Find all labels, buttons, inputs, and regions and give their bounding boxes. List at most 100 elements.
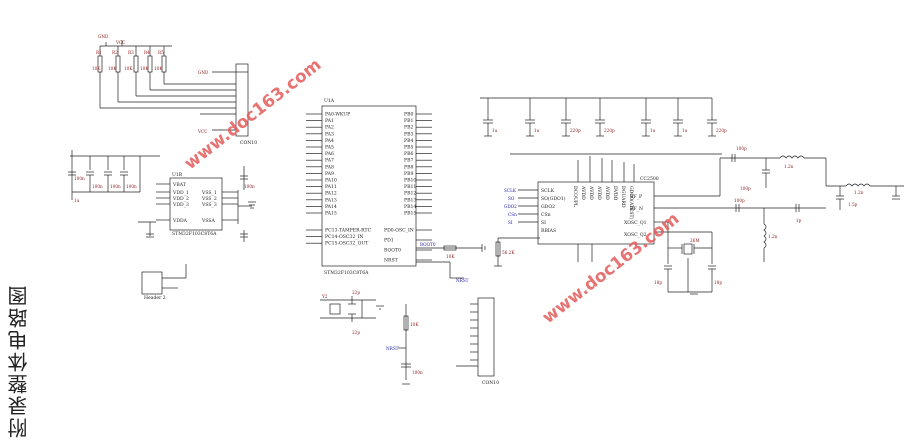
connector-top xyxy=(235,63,249,137)
mcu-pin-left: PA13 xyxy=(325,197,337,203)
rf-ca: 100p xyxy=(736,146,747,151)
mcu-pin-left: PA1 xyxy=(325,118,334,124)
mcu-pin-left: PA5 xyxy=(325,145,334,151)
rf-mid-pin: AVDD xyxy=(596,185,602,200)
label-y2: Y2 xyxy=(321,294,328,299)
top-cap-value: 1u xyxy=(650,128,656,133)
cap-p3: 100n xyxy=(110,184,121,189)
mcu-pin-bottom-left: PC13-TAMPER-RTC xyxy=(325,228,372,234)
mcu-pin-right: PB13 xyxy=(404,197,416,203)
cap-p6: 1u xyxy=(74,198,80,203)
mcu-pin-right: PB15 xyxy=(404,211,416,217)
pin-vss3: VSS_3 xyxy=(201,202,217,208)
mcu-pin-bottom-right: NRST xyxy=(384,258,399,264)
pin-vbat: VBAT xyxy=(172,182,187,188)
mcu-pin-right: PB9 xyxy=(404,171,413,177)
top-cap-value: 220p xyxy=(604,128,615,133)
cap-p1: 100n xyxy=(74,176,85,181)
pin-so: SO(GDO1) xyxy=(541,195,566,202)
label-vcc-conn: VCC xyxy=(197,129,207,134)
mcu-pin-left: PA12 xyxy=(325,191,337,197)
net-csn: CSn xyxy=(508,212,517,217)
rf-mid-pin: AVDD xyxy=(604,185,610,200)
rf-cc: 1p xyxy=(796,218,802,223)
pin-vdd2: VDD_2 xyxy=(172,196,189,202)
pin-csn: CSn xyxy=(541,212,551,218)
rf-l3: 1.2n xyxy=(768,234,778,239)
resistor-r3 xyxy=(133,55,139,73)
pin-vdd1: VDD_1 xyxy=(172,190,189,196)
pin-rbias: RBIAS xyxy=(541,228,556,234)
label-u1b: U1B xyxy=(172,172,183,178)
figure-caption: 附录整体电路图 xyxy=(7,284,31,438)
label-r5: R5 xyxy=(158,50,164,55)
rf-cx2: 18p xyxy=(714,280,722,285)
pin-vss1: VSS_1 xyxy=(201,190,217,196)
mcu-pin-left: PA2 xyxy=(325,125,334,131)
label-r3: R3 xyxy=(128,50,134,55)
pin-gdo2: GDO2 xyxy=(541,204,555,210)
mcu-pin-left: PA0-WKUP xyxy=(325,112,350,118)
label-r4-val: 10K xyxy=(140,66,149,71)
top-cap-value: 220p xyxy=(716,128,727,133)
cap-p4: 100n xyxy=(126,184,137,189)
rf-mid-pin: AVDD xyxy=(588,185,594,200)
rf-ic-cc2500 xyxy=(537,181,655,245)
mcu-pin-right: PB8 xyxy=(404,164,413,170)
top-cap-value: 1u xyxy=(682,128,688,133)
label-osc-c2: 22p xyxy=(352,330,360,335)
mcu-pin-bottom-right: PD0-OSC_IN xyxy=(384,228,414,234)
label-reset-c: 100n xyxy=(412,370,423,375)
label-r1-val: 10K xyxy=(92,66,101,71)
mcu-pin-left: PA10 xyxy=(325,178,337,184)
pin-vdda: VDDA xyxy=(172,218,188,224)
pin-vssa: VSSA xyxy=(201,218,216,224)
label-r9: 10K xyxy=(410,322,419,327)
mcu-pin-right: PB11 xyxy=(404,184,416,190)
resistor-r2 xyxy=(115,55,121,73)
resistor-r4 xyxy=(147,55,153,73)
rf-ce: 100p xyxy=(740,186,751,191)
label-r7: 56.2K xyxy=(502,250,515,255)
net-so: SO xyxy=(508,196,515,201)
net-si: SI xyxy=(508,220,513,225)
label-gnd-top: GND xyxy=(98,34,109,39)
label-r5-val: 10K xyxy=(154,66,163,71)
label-gnd-conn: GND xyxy=(198,70,209,75)
label-r3-val: 10K xyxy=(124,66,133,71)
mcu-pin-bottom-left: PC14-OSC32_IN xyxy=(325,234,363,240)
watermark-2: www.doc163.com xyxy=(539,209,684,328)
cap-p2: 100n xyxy=(92,184,103,189)
top-cap-value: 1u xyxy=(534,128,540,133)
resistor-r5 xyxy=(161,55,167,73)
mcu-pin-right: PB12 xyxy=(404,191,416,197)
mcu-pin-left: PA11 xyxy=(325,184,337,190)
mcu-pin-left: PA4 xyxy=(325,138,334,144)
rf-xtal: 26M xyxy=(690,238,700,243)
label-con10-bottom: CON10 xyxy=(482,380,499,386)
connector-bottom xyxy=(477,297,495,377)
net-nrst-reset: NRST xyxy=(386,346,399,351)
label-r1: R1 xyxy=(96,50,102,55)
label-u1a-part: STM32F103C8T6A xyxy=(324,270,369,276)
label-con10-top: CON10 xyxy=(240,140,257,146)
rf-cd: 1.5p xyxy=(848,202,858,207)
label-r4: R4 xyxy=(144,50,150,55)
pin-si: SI xyxy=(541,220,546,226)
label-r2-val: 10K xyxy=(108,66,117,71)
rf-mid-pin: AVDD xyxy=(580,185,586,200)
mcu-pin-left: PA6 xyxy=(325,151,334,157)
mcu-pin-right: PB7 xyxy=(404,158,413,164)
rf-mid-pin: DVDD xyxy=(612,186,618,201)
mcu-pin-left: PA8 xyxy=(325,164,334,170)
net-boot0: BOOT0 xyxy=(420,242,436,247)
label-r2: R2 xyxy=(112,50,118,55)
mcu-pin-right: PB0 xyxy=(404,112,413,118)
label-u1b-part: STM32F103C8T6A xyxy=(172,231,217,237)
rf-mid-pin: DCOUPL xyxy=(572,186,578,207)
pin-sclk: SCLK xyxy=(541,188,555,194)
mcu-pin-left: PA7 xyxy=(325,158,334,164)
mcu-pin-left: PA15 xyxy=(325,211,337,217)
label-u2: CC2500 xyxy=(640,176,659,182)
mcu-pin-bottom-right: BOOT0 xyxy=(384,248,401,254)
